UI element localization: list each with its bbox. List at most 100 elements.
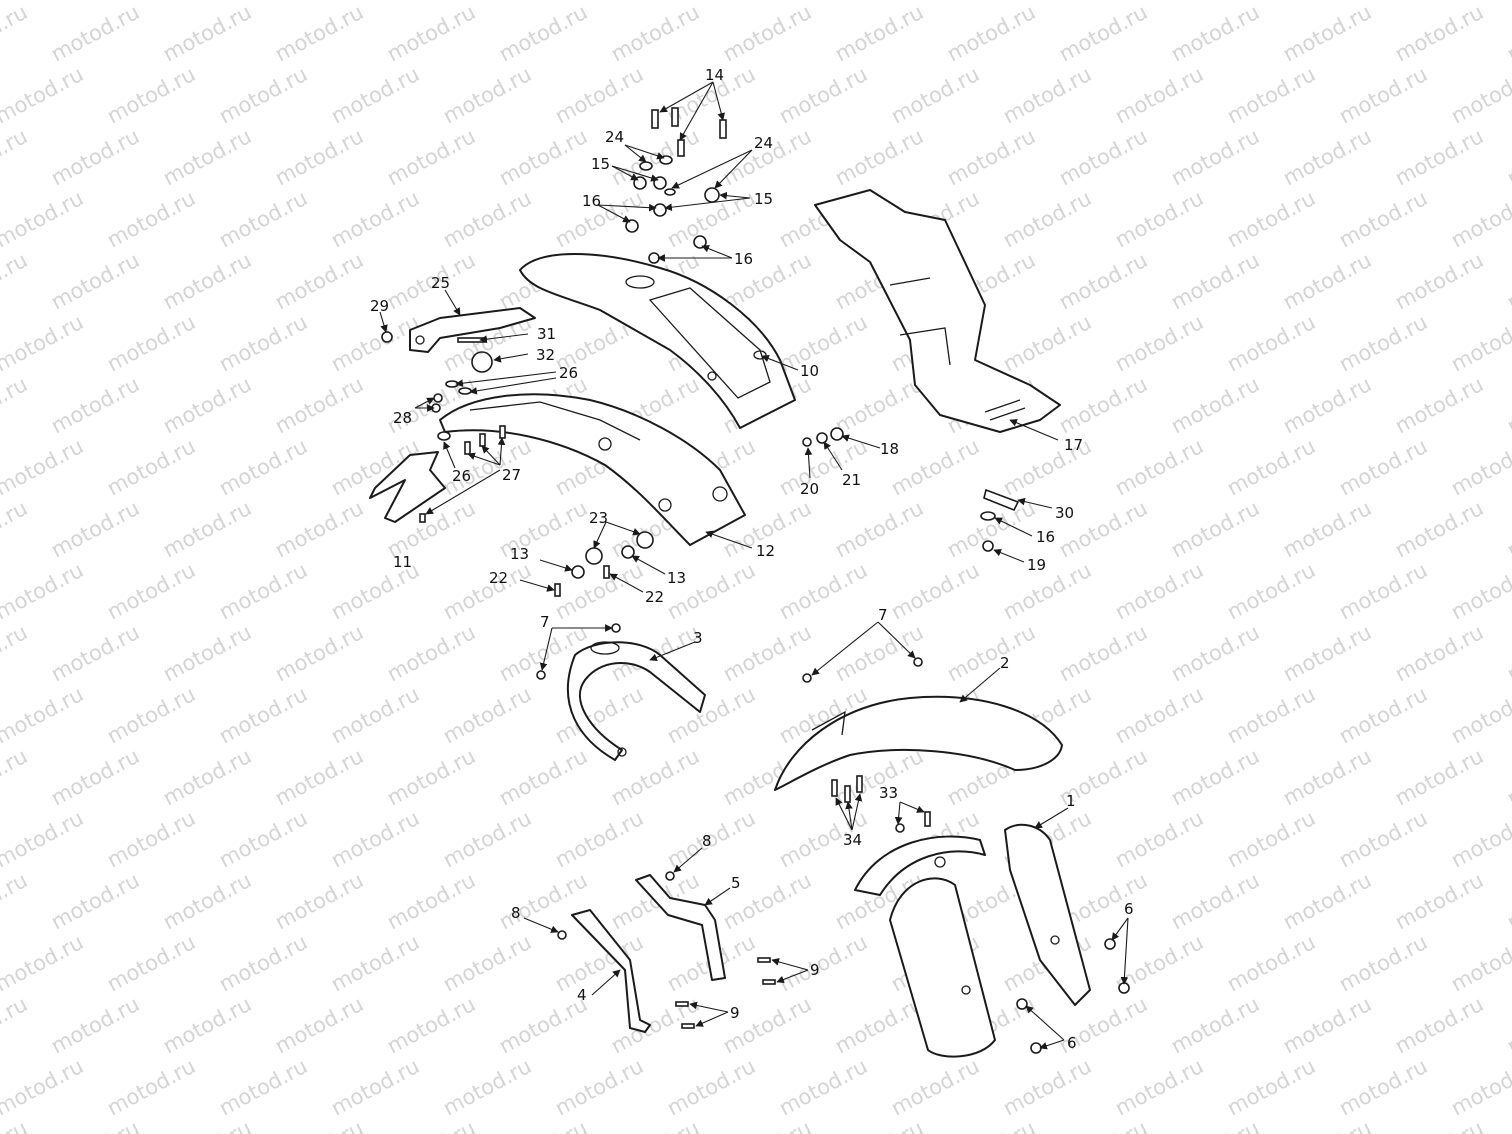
watermark-text: motod.ru [1223, 62, 1319, 128]
watermark-text: motod.ru [215, 1054, 311, 1120]
callout-label: 22 [489, 569, 508, 587]
watermark-text: motod.ru [775, 62, 871, 128]
watermark-text: motod.ru [1223, 310, 1319, 376]
watermark-text: motod.ru [215, 558, 311, 624]
watermark-text: motod.ru [439, 806, 535, 872]
watermark-text: motod.ru [1055, 372, 1151, 438]
rear-fender-inner [439, 393, 746, 546]
watermark-text: motod.ru [999, 558, 1095, 624]
watermark-text: motod.ru [1111, 434, 1207, 500]
callout-label: 28 [393, 409, 412, 427]
watermark-text: motod.ru [831, 124, 927, 190]
watermark-text: motod.ru [999, 310, 1095, 376]
watermark-text: motod.ru [1391, 248, 1487, 314]
watermark-text: motod.ru [607, 744, 703, 810]
watermark-text: motod.ru [1223, 558, 1319, 624]
watermark-text: motod.ru [1111, 558, 1207, 624]
watermark-text: motod.ru [0, 868, 31, 934]
watermark-text: motod.ru [159, 0, 255, 66]
watermark-text: motod.ru [439, 930, 535, 996]
watermark-text: motod.ru [103, 930, 199, 996]
watermark-text: motod.ru [103, 682, 199, 748]
watermark-text: motod.ru [271, 1116, 367, 1134]
watermark-text: motod.ru [439, 186, 535, 252]
watermark-text: motod.ru [327, 0, 423, 4]
watermark-text: motod.ru [1167, 124, 1263, 190]
watermark-text: motod.ru [383, 992, 479, 1058]
callout-label: 1 [1066, 792, 1076, 810]
watermark-text: motod.ru [103, 434, 199, 500]
watermark-text: motod.ru [663, 1054, 759, 1120]
watermark-text: motod.ru [271, 372, 367, 438]
callout-label: 6 [1124, 900, 1134, 918]
watermark-text: motod.ru [887, 1054, 983, 1120]
callout-label: 19 [1027, 556, 1046, 574]
watermark-text: motod.ru [103, 806, 199, 872]
watermark-text: motod.ru [999, 1054, 1095, 1120]
watermark-text: motod.ru [775, 0, 871, 4]
watermark-text: motod.ru [439, 1054, 535, 1120]
watermark-text: motod.ru [1279, 248, 1375, 314]
watermark-text: motod.ru [103, 186, 199, 252]
watermark-text: motod.ru [159, 620, 255, 686]
watermark-text: motod.ru [1223, 806, 1319, 872]
callout-label: 7 [878, 606, 888, 624]
watermark-text: motod.ru [1391, 992, 1487, 1058]
watermark-text: motod.ru [1391, 124, 1487, 190]
watermark-text: motod.ru [0, 558, 87, 624]
watermark-text: motod.ru [327, 186, 423, 252]
watermark-text: motod.ru [159, 868, 255, 934]
watermark-text: motod.ru [215, 186, 311, 252]
watermark-text: motod.ru [831, 620, 927, 686]
watermark-text: motod.ru [1167, 868, 1263, 934]
watermark-text: motod.ru [1167, 496, 1263, 562]
watermark-text: motod.ru [775, 1054, 871, 1120]
callout-label: 31 [537, 325, 556, 343]
watermark-text: motod.ru [383, 620, 479, 686]
watermark-text: motod.ru [1447, 434, 1512, 500]
watermark-text: motod.ru [831, 1116, 927, 1134]
watermark-text: motod.ru [383, 868, 479, 934]
watermark-text: motod.ru [47, 620, 143, 686]
watermark-text: motod.ru [1055, 1116, 1151, 1134]
watermark-text: motod.ru [1335, 434, 1431, 500]
callout-label: 8 [511, 904, 521, 922]
watermark-text: motod.ru [215, 930, 311, 996]
rear-fender-upper [519, 253, 796, 429]
watermark-text: motod.ru [0, 248, 31, 314]
watermark-text: motod.ru [1279, 124, 1375, 190]
watermark-text: motod.ru [0, 186, 87, 252]
watermark-text: motod.ru [215, 0, 311, 4]
watermark-text: motod.ru [327, 62, 423, 128]
watermark-text: motod.ru [1111, 0, 1207, 4]
callout-label: 16 [582, 192, 601, 210]
watermark-text: motod.ru [1167, 620, 1263, 686]
watermark-text: motod.ru [1335, 1054, 1431, 1120]
watermark-text: motod.ru [1223, 186, 1319, 252]
watermark-text: motod.ru [439, 558, 535, 624]
watermark-text: motod.ru [1223, 682, 1319, 748]
watermark-text: motod.ru [1503, 372, 1512, 438]
watermark-text: motod.ru [663, 558, 759, 624]
watermark-text: motod.ru [1335, 62, 1431, 128]
watermark-text: motod.ru [1503, 744, 1512, 810]
watermark-text: motod.ru [495, 868, 591, 934]
watermark-text: motod.ru [719, 0, 815, 66]
watermark-text: motod.ru [103, 558, 199, 624]
watermark-text: motod.ru [1335, 930, 1431, 996]
watermark-text: motod.ru [215, 806, 311, 872]
watermark-text: motod.ru [47, 248, 143, 314]
watermark-text: motod.ru [1279, 372, 1375, 438]
callout-label: 17 [1064, 436, 1083, 454]
watermark-text: motod.ru [0, 806, 87, 872]
watermark-text: motod.ru [159, 1116, 255, 1134]
watermark-text: motod.ru [999, 186, 1095, 252]
callout-label: 29 [370, 297, 389, 315]
callout-label: 13 [510, 545, 529, 563]
watermark-text: motod.ru [47, 744, 143, 810]
watermark-text: motod.ru [0, 496, 31, 562]
watermark-text: motod.ru [47, 124, 143, 190]
watermark-text: motod.ru [1111, 310, 1207, 376]
watermark-text: motod.ru [1167, 0, 1263, 66]
